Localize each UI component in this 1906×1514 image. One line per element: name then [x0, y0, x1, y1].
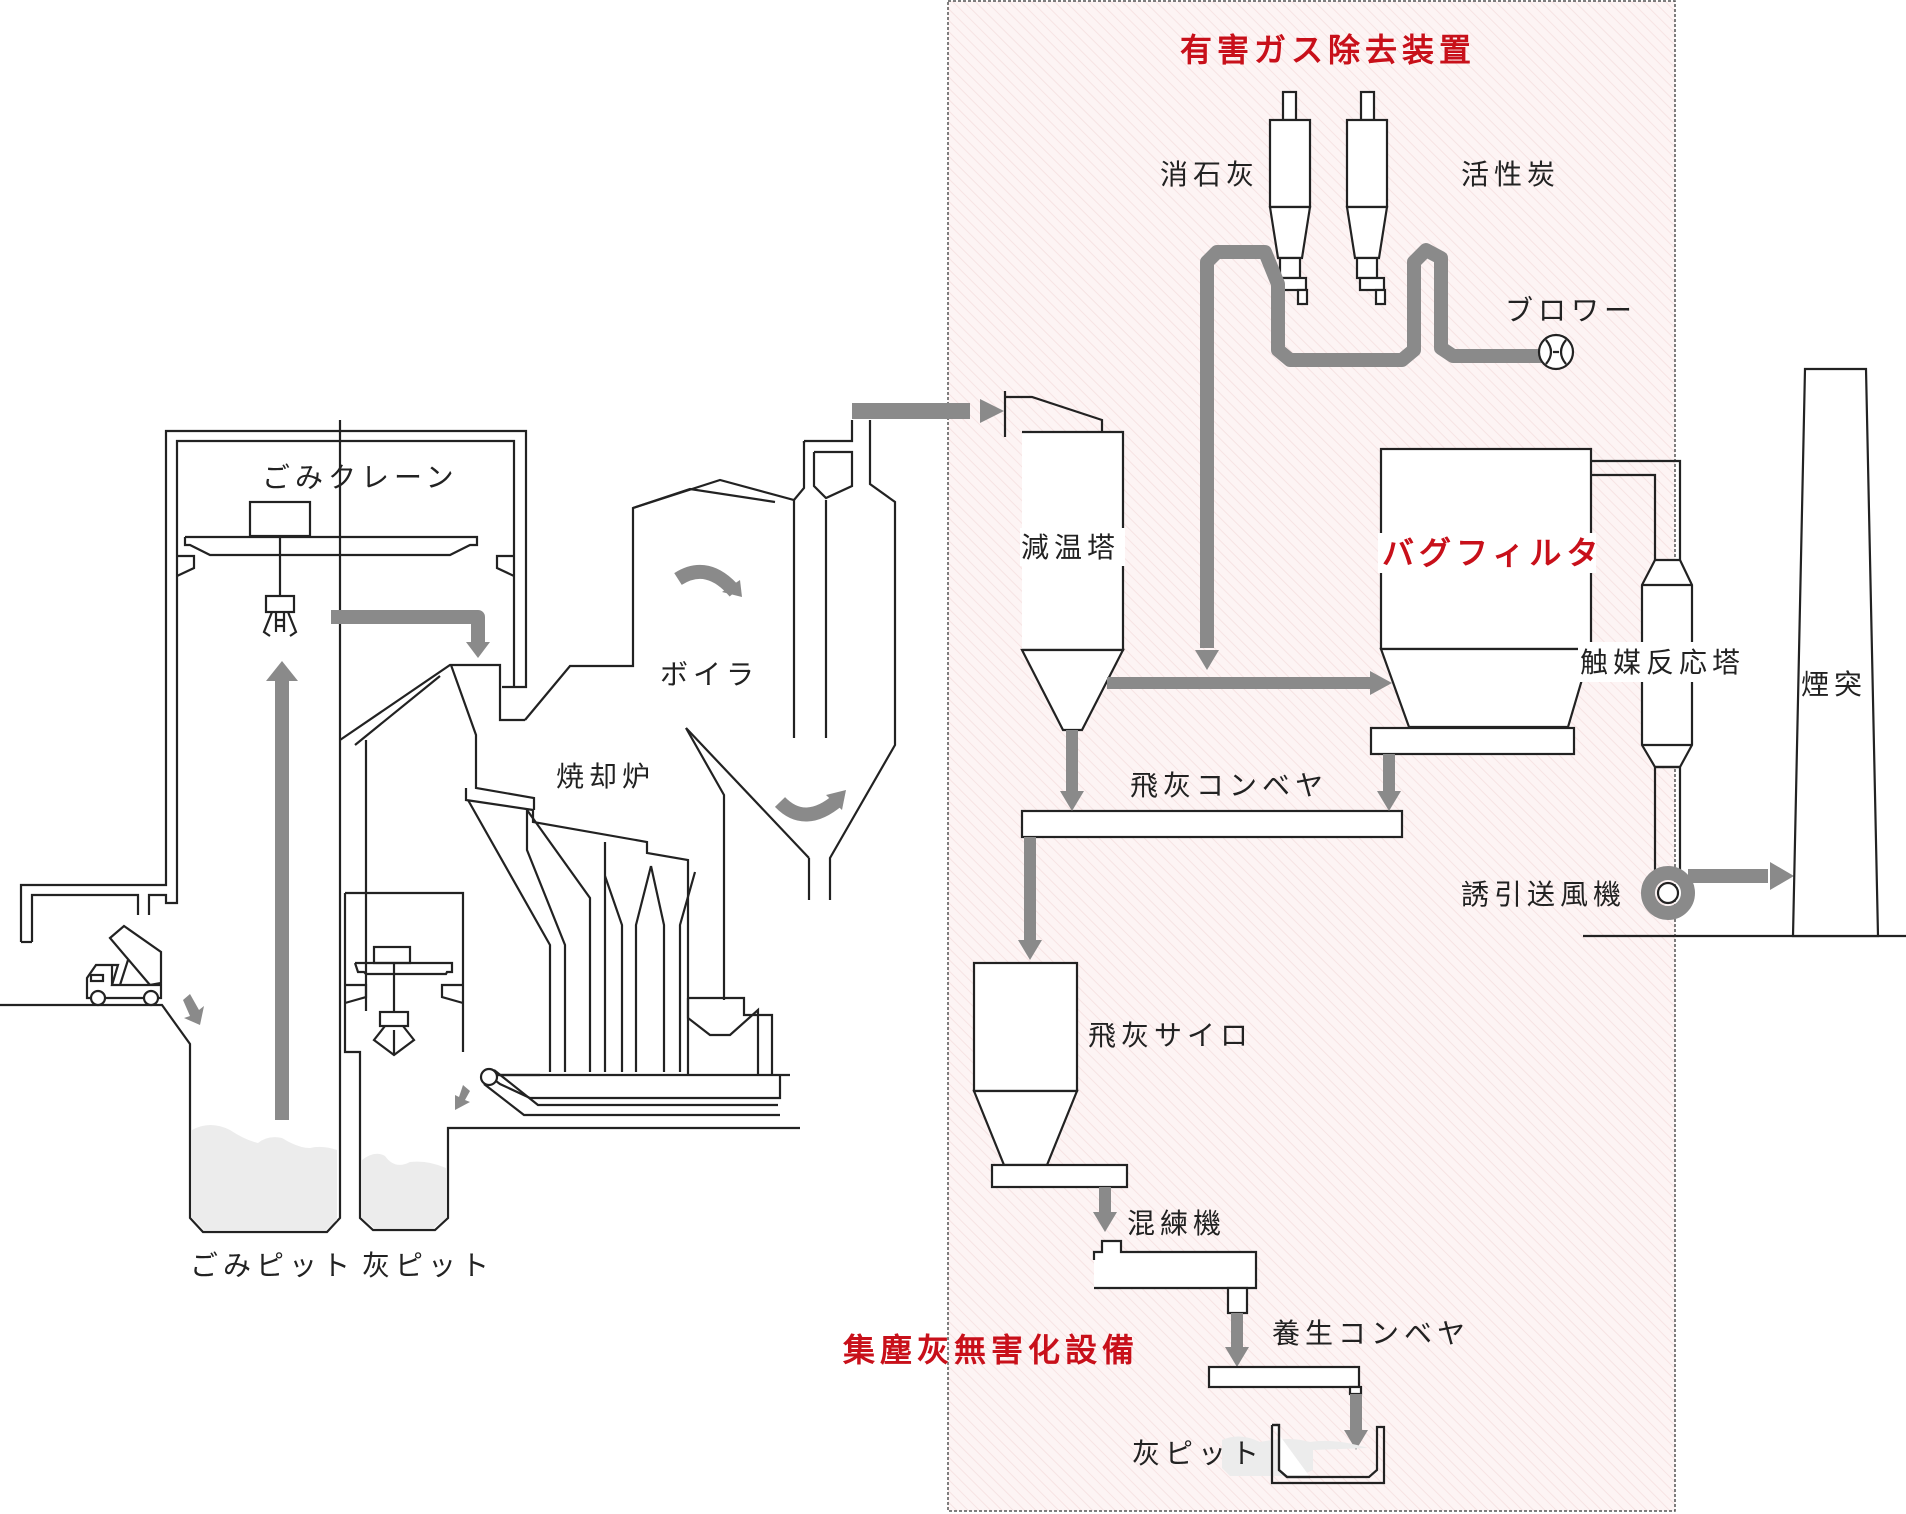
- boiler-flow-arrow-bottom: [774, 794, 843, 822]
- blower-icon: [1537, 333, 1575, 371]
- ash-pit-final: [1222, 1423, 1386, 1485]
- label-activated-carbon: 活性炭: [1461, 158, 1560, 191]
- chimney: [1791, 367, 1880, 938]
- label-kneader: 混練機: [1127, 1207, 1226, 1240]
- crane-flow-arrows: [266, 610, 490, 1120]
- label-induced-draft-fan: 誘引送風機: [1461, 878, 1626, 911]
- bag-filter: [1369, 447, 1593, 756]
- fly-ash-silo: [972, 961, 1129, 1189]
- reagent-pipe: [1200, 243, 1544, 648]
- label-ash-pit: 灰ピット: [362, 1249, 494, 1282]
- slaked-lime-silo: [1268, 90, 1312, 306]
- label-fly-ash-conveyor: 飛灰コンベヤ: [1130, 769, 1328, 802]
- truck-to-pit-arrow: [183, 994, 204, 1025]
- label-chimney: 煙突: [1801, 668, 1867, 701]
- label-curing-conveyor: 養生コンベヤ: [1272, 1317, 1470, 1350]
- garbage-truck-icon: [85, 924, 163, 1007]
- to-bag-filter-arrow: [1370, 671, 1392, 695]
- label-crane: ごみクレーン: [262, 461, 459, 494]
- refuse-building: [0, 420, 528, 1234]
- induced-draft-fan: [1641, 862, 1794, 920]
- ash-pit-left: [343, 891, 800, 1232]
- label-bag-filter: バグフィルタ: [1382, 534, 1603, 572]
- boiler-flow-arrow-top: [674, 565, 741, 597]
- fly-ash-conveyor: [1020, 809, 1404, 839]
- kneader: [1092, 1239, 1258, 1315]
- label-catalyst-tower: 触媒反応塔: [1580, 646, 1745, 679]
- treatment-zone: [947, 0, 1676, 1512]
- label-blower: ブロワー: [1505, 294, 1637, 327]
- boiler: [632, 399, 1004, 900]
- zone-title: 有害ガス除去装置: [1180, 31, 1476, 69]
- refuse-heap: [192, 1125, 337, 1230]
- label-incinerator: 焼却炉: [556, 760, 655, 793]
- grate-to-ash-pit-arrow: [455, 1085, 470, 1110]
- label-slaked-lime: 消石灰: [1160, 158, 1259, 191]
- refuse-crane: [176, 500, 515, 637]
- zone-subtitle: 集塵灰無害化設備: [842, 1331, 1139, 1369]
- label-cooling-tower: 減温塔: [1021, 531, 1120, 564]
- label-refuse-pit: ごみピット: [190, 1249, 355, 1282]
- label-ash-pit-final: 灰ピット: [1132, 1437, 1264, 1470]
- incinerator: [339, 487, 790, 1117]
- label-fly-ash-silo: 飛灰サイロ: [1088, 1019, 1253, 1052]
- activated-carbon-silo: [1345, 90, 1389, 306]
- label-boiler: ボイラ: [660, 658, 759, 691]
